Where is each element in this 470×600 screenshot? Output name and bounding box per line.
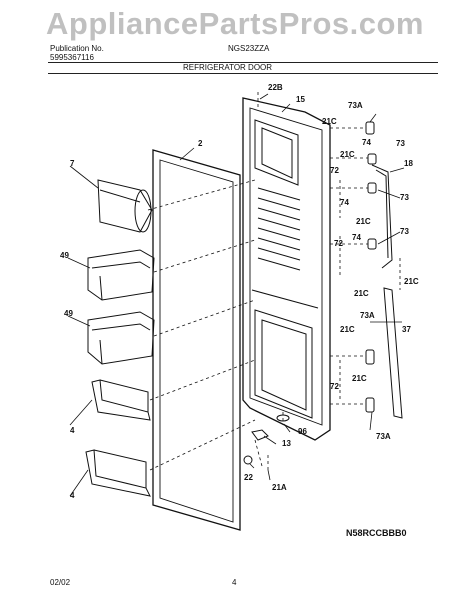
callout-21C-e: 21C (404, 277, 419, 286)
callout-4-a: 4 (70, 426, 75, 435)
callout-73A-mid: 73A (360, 311, 375, 320)
header-rule-bottom (48, 73, 438, 74)
callout-49-a: 49 (60, 251, 69, 260)
callout-7: 7 (70, 159, 75, 168)
callout-96: 96 (298, 427, 307, 436)
callout-13: 13 (282, 439, 291, 448)
header-rule-top (48, 62, 438, 63)
callout-21C-g: 21C (352, 374, 367, 383)
callout-37: 37 (402, 325, 411, 334)
publication-info: Publication No. 5995367116 (50, 44, 104, 62)
section-title: REFRIGERATOR DOOR (183, 63, 273, 72)
part-49-bin-lower (87, 311, 155, 365)
callout-21C-a: 21C (322, 117, 337, 126)
watermark: AppliancePartsPros.com (46, 6, 424, 41)
callout-2: 2 (198, 139, 203, 148)
callout-49-b: 49 (64, 309, 73, 318)
part-4-bin-lower (85, 449, 151, 497)
callout-21C-c: 21C (356, 217, 371, 226)
callout-73-c: 73 (400, 227, 409, 236)
page-number: 4 (232, 578, 237, 587)
callout-73A-bot: 73A (376, 432, 391, 441)
part-4-bin-upper (91, 379, 151, 421)
callout-15: 15 (296, 95, 305, 104)
door-gasket (152, 149, 241, 531)
callout-21C-d: 21C (354, 289, 369, 298)
part-7-dairy-door (97, 179, 153, 233)
model-number: NGS23ZZA (228, 44, 270, 53)
callout-73A-top: 73A (348, 101, 363, 110)
hinge-hardware (365, 121, 403, 419)
callout-21C-f: 21C (340, 325, 355, 334)
footer-date: 02/02 (50, 578, 71, 587)
callout-22: 22 (244, 473, 253, 482)
part-49-bin-upper (87, 249, 155, 301)
publication-number: 5995367116 (50, 53, 94, 62)
callout-73-a: 73 (396, 139, 405, 148)
callout-72-a: 72 (330, 166, 339, 175)
callout-74-c: 74 (352, 233, 361, 242)
callout-22B: 22B (268, 83, 283, 92)
callout-74-a: 74 (362, 138, 371, 147)
callout-72-b: 72 (334, 239, 343, 248)
callout-74-b: 74 (340, 198, 349, 207)
diagram-code: N58RCCBBB0 (346, 528, 407, 538)
callout-72-c: 72 (330, 382, 339, 391)
callout-18: 18 (404, 159, 413, 168)
callout-21C-b: 21C (340, 150, 355, 159)
callout-4-b: 4 (70, 491, 75, 500)
door-panel (242, 97, 331, 441)
callout-21A: 21A (272, 483, 287, 492)
publication-label: Publication No. (50, 44, 104, 53)
callout-73-b: 73 (400, 193, 409, 202)
